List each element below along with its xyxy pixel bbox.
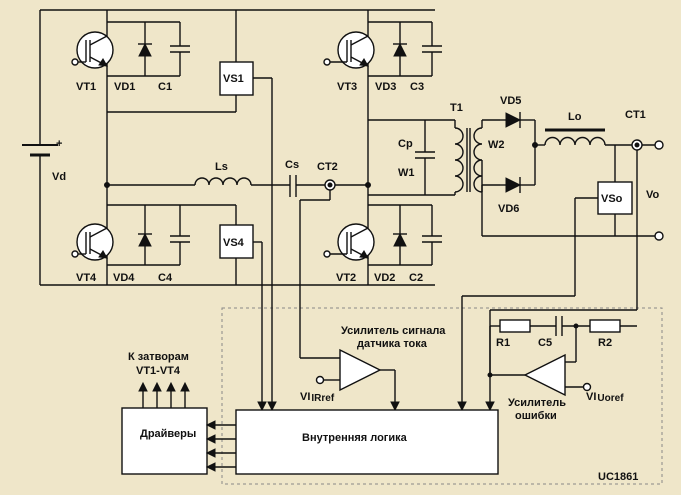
output-terminal-positive: [654, 140, 664, 150]
logic-input-arrows: [257, 401, 495, 412]
internal-logic-label: Внутренняя логика: [302, 432, 408, 444]
vd2-label: VD2: [374, 272, 395, 284]
c5-label: C5: [538, 337, 552, 349]
inductor-lo: Lo: [544, 111, 606, 146]
internal-logic-block: Внутренняя логика: [235, 409, 499, 475]
current-amp-label-2: датчика тока: [357, 338, 428, 350]
vd3-label: VD3: [375, 81, 396, 93]
c2-label: C2: [409, 272, 423, 284]
error-amplifier: R1 C5 R2 VIUoref Усилитель ошибки: [487, 316, 637, 422]
capacitor-cs: Cs: [285, 159, 299, 197]
gates-label-1: К затворам: [128, 351, 189, 363]
transistor-vt1: VT1: [71, 31, 114, 93]
diode-vd1: VD1: [107, 21, 152, 93]
vd5-label: VD5: [500, 95, 521, 107]
vd-plus-label: +: [56, 138, 62, 150]
ct1-label: CT1: [625, 109, 646, 121]
c3-label: C3: [410, 81, 424, 93]
capacitor-c4: C4: [145, 204, 190, 284]
inductor-ls: Ls: [194, 161, 252, 186]
diode-vd3: VD3: [368, 21, 407, 93]
c4-label: C4: [158, 272, 173, 284]
diode-vd4: VD4: [107, 204, 152, 284]
capacitor-c3: C3: [400, 21, 442, 93]
r1-label: R1: [496, 337, 510, 349]
transistor-vt2: VT2: [323, 223, 375, 284]
vd4-label: VD4: [113, 272, 135, 284]
drivers-block: Драйверы К затворам VT1-VT4: [121, 351, 236, 475]
voltage-sensor-vs1: VS1: [107, 10, 273, 410]
vd-label: Vd: [52, 171, 66, 183]
diode-vd5: VD5: [500, 95, 535, 128]
diode-vd6: VD6: [498, 177, 535, 215]
cs-label: Cs: [285, 159, 299, 171]
r2-label: R2: [598, 337, 612, 349]
vt2-label: VT2: [336, 272, 356, 284]
vd1-label: VD1: [114, 81, 135, 93]
transformer-t1: Cp W1 T1 W2: [368, 102, 505, 196]
current-amp-label-1: Усилитель сигнала: [341, 325, 446, 337]
vo-label: Vo: [646, 189, 660, 201]
vso-label: VSo: [601, 193, 623, 205]
lo-label: Lo: [568, 111, 582, 123]
transistor-vt3: VT3: [323, 31, 375, 93]
output-terminal-negative: [654, 231, 664, 241]
current-transformer-ct1: CT1: [489, 109, 646, 410]
vi-iref-label: VIIRref: [300, 391, 335, 404]
cp-label: Cp: [398, 138, 413, 150]
voltage-sensor-vso: VSo: [461, 145, 633, 410]
capacitor-c1: C1: [145, 21, 190, 93]
vt3-label: VT3: [337, 81, 357, 93]
vs1-label: VS1: [223, 73, 244, 85]
controller-boundary: [221, 307, 663, 485]
transistor-vt4: VT4: [71, 223, 114, 284]
vt4-label: VT4: [76, 272, 97, 284]
capacitor-c2: C2: [400, 204, 442, 284]
w1-label: W1: [398, 167, 415, 179]
vd6-label: VD6: [498, 203, 519, 215]
c1-label: C1: [158, 81, 172, 93]
vt1-label: VT1: [76, 81, 96, 93]
drivers-label: Драйверы: [140, 428, 196, 440]
current-transformer-ct2: CT2: [299, 161, 340, 359]
gates-label-2: VT1-VT4: [136, 365, 181, 377]
current-sense-amplifier: Усилитель сигнала датчика тока VIIRref: [300, 325, 446, 410]
w2-label: W2: [488, 139, 505, 151]
t1-label: T1: [450, 102, 463, 114]
chip-label: UC1861: [598, 471, 638, 483]
ct2-label: CT2: [317, 161, 338, 173]
error-amp-label-1: Усилитель: [508, 397, 566, 409]
ls-label: Ls: [215, 161, 228, 173]
error-amp-label-2: ошибки: [515, 410, 557, 422]
diode-vd2: VD2: [368, 204, 407, 284]
dc-source-vd: + Vd: [22, 10, 66, 285]
voltage-sensor-vs4: VS4: [180, 204, 263, 410]
vi-uoref-label: VIUoref: [586, 391, 624, 404]
vs4-label: VS4: [223, 237, 245, 249]
